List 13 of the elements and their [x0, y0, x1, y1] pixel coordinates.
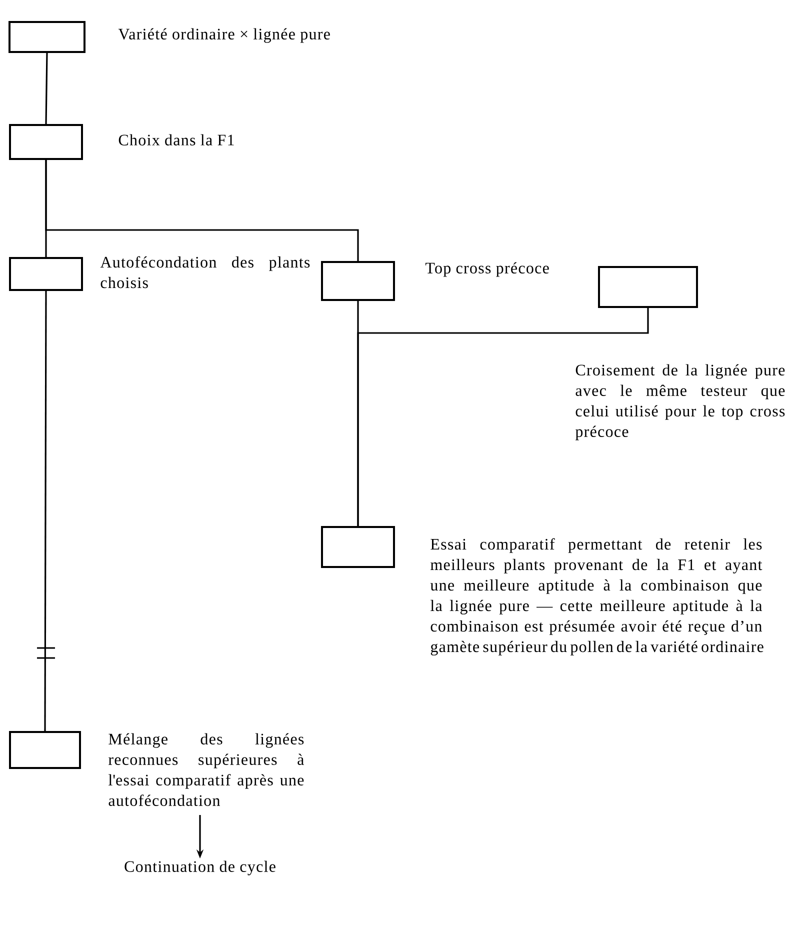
box-caption: Autofécondation des plants choisis	[100, 256, 310, 288]
box-caption: Variété ordinaire × lignée pure	[118, 28, 330, 43]
note-text: Croisement de la lignée pure avec le même testeur que celui utilisé pour le top cross précoce	[575, 364, 785, 440]
connector-line	[45, 53, 48, 124]
step-text: Continuation de cycle	[124, 860, 276, 876]
box	[598, 266, 698, 308]
connector-line	[45, 160, 359, 261]
connector-line	[357, 308, 649, 526]
box-caption: Choix dans la F1	[118, 134, 234, 146]
box-caption: Mélange des lignées reconnues supérieures à l'essai comparatif après une autofécondation	[108, 733, 304, 806]
box-caption: Essai comparatif permettant de retenir les meilleurs plants provenant de la F1 et ayant une meilleure aptitude à la combinaison que la lignée pure — cette meilleure aptitude à la combinaison est présumée avoir été reçue d’un gamète supérieur du pollen de la variété ordinaire	[430, 538, 764, 656]
box-caption: Top cross précoce	[425, 262, 549, 277]
connector-line	[44, 291, 47, 731]
